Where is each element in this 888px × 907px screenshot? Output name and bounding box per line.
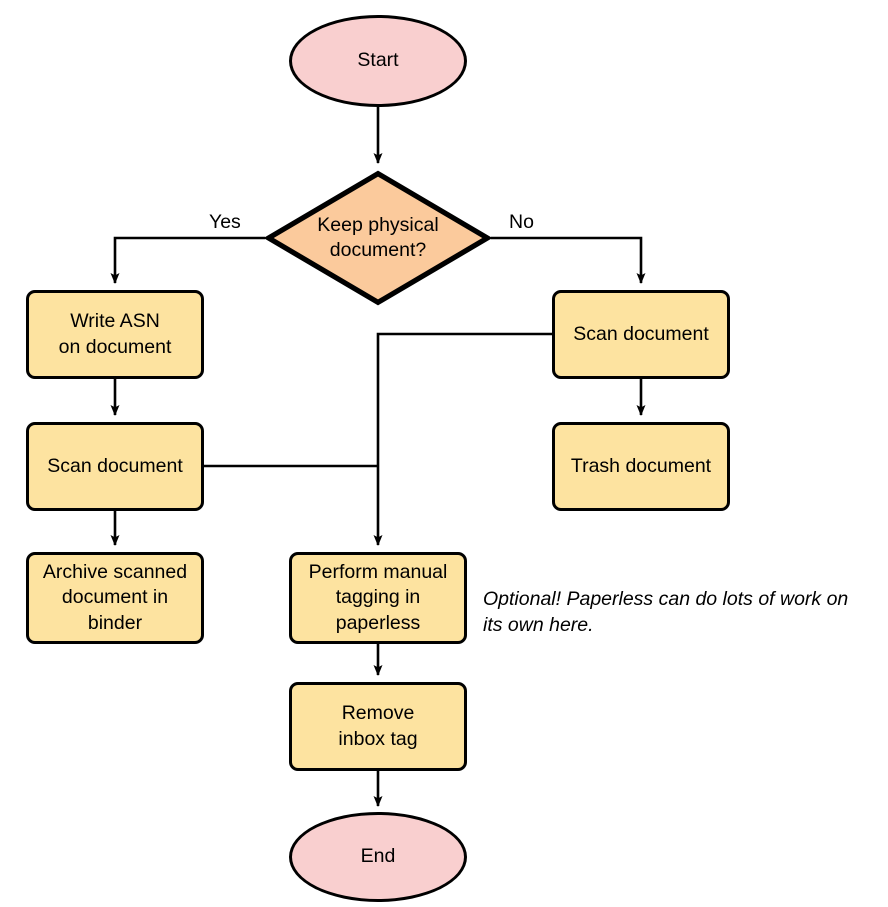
node-scan-document-right-label: Scan document	[573, 322, 709, 345]
node-archive-scanned-label: Archive scanned document in binder	[42, 560, 188, 634]
node-perform-manual-tagging-label: Perform manual tagging in paperless	[308, 560, 448, 634]
node-perform-manual-tagging[interactable]: Perform manual tagging in paperless	[289, 552, 467, 644]
annotation-optional-note: Optional! Paperless can do lots of work …	[483, 588, 849, 636]
node-scan-document-left[interactable]: Scan document	[26, 422, 204, 511]
node-decision-keep-physical[interactable]: Keep physical document?	[265, 170, 491, 306]
connector-scan-right-to-tagging	[373, 332, 552, 546]
node-scan-document-right[interactable]: Scan document	[552, 290, 730, 379]
node-archive-scanned[interactable]: Archive scanned document in binder	[26, 552, 204, 644]
node-remove-inbox-tag-label: Remove inbox tag	[338, 702, 418, 750]
node-remove-inbox-tag[interactable]: Remove inbox tag	[289, 682, 467, 771]
node-start[interactable]: Start	[289, 15, 467, 107]
node-write-asn-label: Write ASN on document	[58, 310, 172, 358]
connector-decision-yes-to-write-asn	[110, 236, 265, 284]
node-trash-document[interactable]: Trash document	[552, 422, 730, 511]
node-end[interactable]: End	[289, 812, 467, 902]
node-scan-document-left-label: Scan document	[47, 454, 183, 477]
edge-label-no: No	[509, 211, 534, 233]
connector-decision-no-to-scan-right	[491, 236, 646, 284]
node-decision-label: Keep physical document?	[317, 213, 439, 262]
node-write-asn[interactable]: Write ASN on document	[26, 290, 204, 379]
node-end-label: End	[360, 845, 396, 868]
node-start-label: Start	[357, 49, 399, 72]
edge-label-yes: Yes	[209, 211, 241, 233]
diamond-shape	[265, 170, 491, 306]
node-trash-document-label: Trash document	[570, 454, 712, 477]
